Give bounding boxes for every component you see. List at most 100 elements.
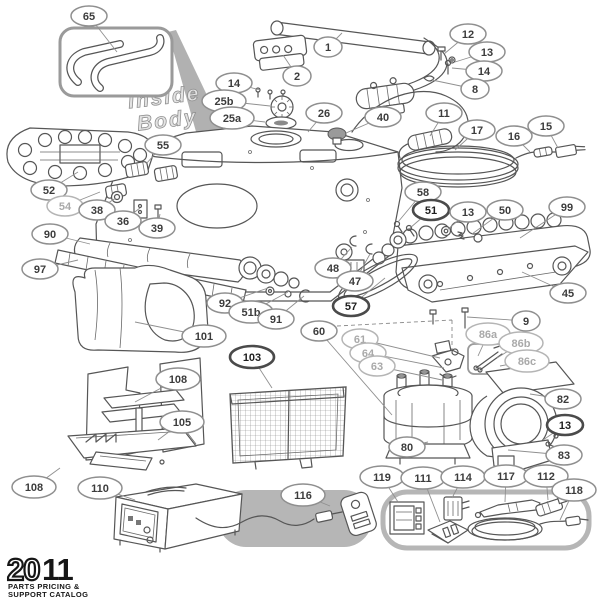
svg-text:97: 97 [34, 264, 46, 276]
part-balloon-91: 91 [257, 295, 305, 330]
floating-cable-drawing [327, 90, 586, 188]
part-balloon-50: 50 [471, 199, 524, 235]
svg-text:117: 117 [497, 471, 515, 483]
svg-text:80: 80 [401, 442, 413, 454]
svg-text:99: 99 [561, 202, 573, 214]
part-balloon-83: 83 [507, 444, 583, 466]
svg-text:15: 15 [540, 121, 552, 133]
svg-text:51: 51 [425, 205, 437, 217]
part-balloon-51: 51 [409, 198, 451, 229]
svg-text:17: 17 [471, 125, 483, 137]
part-balloon-57: 57 [331, 277, 386, 318]
right-track-drawing [372, 212, 591, 303]
handle-inset-drawing [58, 26, 174, 98]
part-balloon-118: 118 [551, 478, 597, 521]
catalog-logo: 20 11 PARTS PRICING & SUPPORT CATALOG [6, 551, 88, 599]
part-balloon-119: 119 [359, 465, 405, 503]
part-balloon-26: 26 [305, 102, 343, 133]
svg-text:25b: 25b [215, 96, 234, 108]
part-balloon-116: 116 [280, 483, 331, 507]
part-balloon-2: 2 [282, 54, 312, 87]
svg-text:16: 16 [508, 131, 520, 143]
svg-text:57: 57 [345, 301, 357, 313]
svg-text:13: 13 [462, 207, 474, 219]
part-balloon-101: 101 [134, 321, 227, 348]
svg-text:58: 58 [417, 187, 429, 199]
part-balloon-108: 108 [11, 467, 61, 499]
svg-text:116: 116 [294, 490, 312, 502]
part-balloon-13: 13 [542, 413, 585, 441]
svg-text:13: 13 [559, 420, 571, 432]
logo-year-solid: 11 [42, 552, 74, 587]
svg-text:13: 13 [481, 47, 493, 59]
logo-year-outline: 20 [7, 552, 39, 587]
part-balloon-36: 36 [104, 207, 142, 232]
small-rollers-drawing [104, 161, 178, 219]
svg-text:25a: 25a [223, 113, 242, 125]
filter-basket-drawing [229, 386, 347, 470]
svg-text:86a: 86a [479, 329, 498, 341]
svg-text:63: 63 [371, 361, 383, 373]
svg-text:119: 119 [373, 472, 391, 484]
part-balloon-14: 14 [451, 60, 503, 82]
svg-text:105: 105 [173, 417, 191, 429]
svg-text:83: 83 [558, 450, 570, 462]
svg-text:108: 108 [169, 374, 187, 386]
part-balloon-16: 16 [495, 125, 533, 153]
logo-subtitle-line1: PARTS PRICING & [8, 582, 80, 591]
part-balloon-9: 9 [466, 310, 541, 332]
svg-text:60: 60 [313, 326, 325, 338]
svg-text:92: 92 [219, 298, 231, 310]
svg-text:1: 1 [325, 42, 331, 54]
part-balloon-48: 48 [314, 246, 353, 279]
svg-text:11: 11 [438, 108, 450, 120]
part-balloon-97: 97 [21, 258, 79, 280]
part-balloon-117: 117 [483, 464, 529, 503]
part-balloon-38: 38 [78, 197, 117, 221]
part-balloon-112: 112 [523, 464, 569, 501]
part-balloon-105: 105 [157, 410, 205, 441]
svg-text:36: 36 [117, 216, 129, 228]
svg-text:91: 91 [270, 314, 282, 326]
part-balloon-13: 13 [446, 201, 487, 231]
svg-text:110: 110 [91, 483, 109, 495]
svg-text:101: 101 [195, 331, 213, 343]
svg-text:103: 103 [243, 352, 261, 364]
svg-text:65: 65 [83, 11, 95, 23]
part-balloon-63: 63 [358, 355, 443, 381]
svg-text:8: 8 [472, 84, 478, 96]
part-balloon-40: 40 [345, 106, 402, 134]
svg-text:111: 111 [414, 473, 431, 485]
drive-fasteners-drawing [393, 220, 483, 243]
part-balloon-65: 65 [70, 5, 118, 53]
svg-text:114: 114 [454, 472, 473, 484]
part-balloon-86b: 86b [496, 331, 544, 359]
part-balloon-55: 55 [144, 134, 182, 165]
svg-text:14: 14 [228, 78, 241, 90]
part-balloon-111: 111 [400, 466, 446, 523]
part-balloon-1: 1 [313, 32, 343, 58]
belt-drawing [335, 235, 418, 303]
svg-text:52: 52 [43, 185, 55, 197]
part-balloon-52: 52 [30, 171, 79, 201]
svg-text:86b: 86b [512, 338, 531, 350]
remote-control-drawing [340, 491, 377, 537]
part-balloon-86a: 86a [465, 322, 511, 357]
part-balloon-82: 82 [529, 388, 582, 410]
svg-text:51b: 51b [242, 307, 261, 319]
part-balloon-60: 60 [300, 320, 393, 416]
svg-text:38: 38 [91, 205, 103, 217]
svg-text:50: 50 [499, 205, 511, 217]
part-balloon-103: 103 [228, 344, 276, 389]
power-supply-drawing [113, 483, 377, 553]
svg-text:55: 55 [157, 140, 169, 152]
part-balloon-8: 8 [431, 78, 490, 100]
svg-text:90: 90 [44, 229, 56, 241]
svg-text:40: 40 [377, 112, 389, 124]
svg-text:108: 108 [25, 482, 43, 494]
svg-text:39: 39 [151, 223, 163, 235]
svg-text:86c: 86c [518, 356, 536, 368]
part-balloon-11: 11 [425, 102, 463, 137]
